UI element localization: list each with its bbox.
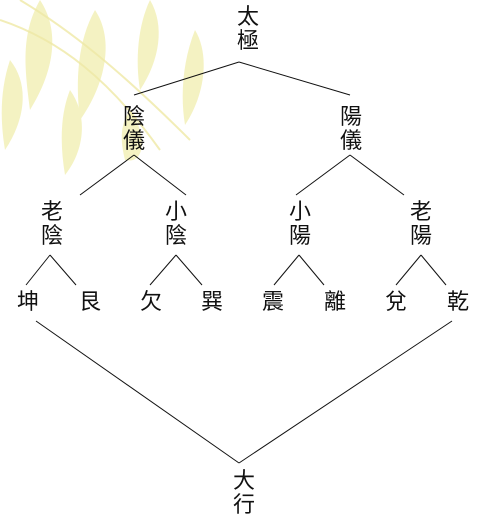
- edge-root-yang: [238, 61, 351, 96]
- edge-yin-old-yin: [79, 154, 135, 196]
- trigram-qian: 乾: [446, 290, 470, 315]
- edge-young-yin-xun: [175, 254, 203, 286]
- edge-qian-dayan: [238, 320, 453, 464]
- trigram-xun: 巽: [200, 290, 224, 315]
- edge-yin-young-yin: [133, 154, 187, 196]
- edge-old-yang-qian: [420, 254, 447, 286]
- node-dayan: 大 行: [232, 469, 256, 518]
- edge-old-yin-kun: [25, 254, 51, 286]
- edge-young-yang-li: [298, 254, 325, 286]
- edge-root-yin: [133, 61, 240, 96]
- node-old-yin: 老 陰: [40, 200, 64, 249]
- node-old-yang: 老 陽: [409, 200, 433, 249]
- edge-kun-dayan: [35, 320, 240, 464]
- edge-yang-young-yang: [295, 154, 351, 196]
- node-young-yin: 小 陰: [164, 200, 188, 249]
- trigram-kun: 坤: [16, 290, 40, 315]
- node-taiji: 太 極: [236, 5, 260, 54]
- edge-young-yin-kan: [149, 254, 177, 286]
- trigram-gen: 艮: [78, 290, 102, 315]
- trigram-li: 離: [323, 290, 347, 315]
- trigram-zhen: 震: [261, 290, 285, 315]
- node-yin-yi: 陰 儀: [122, 105, 146, 154]
- edge-old-yang-dui: [395, 254, 422, 286]
- edge-old-yin-gen: [49, 254, 77, 286]
- edge-yang-old-yang: [349, 154, 405, 196]
- node-yang-yi: 陽 儀: [339, 105, 363, 154]
- trigram-dui: 兌: [384, 290, 408, 315]
- node-young-yang: 小 陽: [288, 200, 312, 249]
- edge-young-yang-zhen: [273, 254, 300, 286]
- trigram-kan: 欠: [139, 290, 163, 315]
